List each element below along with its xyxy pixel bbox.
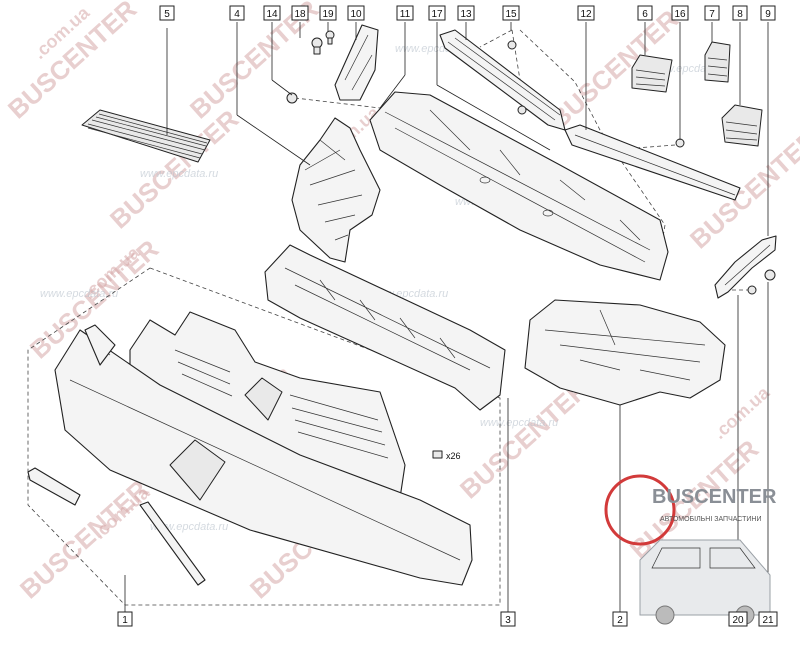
part-grille-insert xyxy=(81,109,211,163)
clip-x26-symbol xyxy=(432,450,443,459)
fastener-21 xyxy=(764,269,776,281)
svg-text:8: 8 xyxy=(737,9,743,20)
part-right-lamp-bracket xyxy=(524,299,726,406)
callout-11: 11 xyxy=(396,5,414,21)
callout-6: 6 xyxy=(637,5,653,21)
svg-text:14: 14 xyxy=(266,9,278,20)
part-vent-7 xyxy=(704,41,731,83)
callout-7: 7 xyxy=(704,5,720,21)
svg-text:9: 9 xyxy=(765,9,771,20)
fastener-19 xyxy=(325,30,335,45)
svg-text:7: 7 xyxy=(709,9,715,20)
svg-text:17: 17 xyxy=(431,9,443,20)
leader-dash-14 xyxy=(294,97,381,109)
emblem-mount xyxy=(244,377,283,421)
svg-text:2: 2 xyxy=(617,615,623,626)
svg-text:10: 10 xyxy=(350,9,362,20)
callout-10: 10 xyxy=(347,5,365,21)
svg-text:12: 12 xyxy=(580,9,592,20)
part-vent-8 xyxy=(721,104,763,147)
logo-tagline: АВТОМОБІЛЬНІ ЗАПЧАСТИНИ xyxy=(660,516,761,523)
part-crossmember xyxy=(264,244,506,411)
watermark-site: www.epcdata.ru xyxy=(140,168,218,180)
callout-8: 8 xyxy=(732,5,748,21)
watermark-site: www.epcdata.ru xyxy=(150,521,228,533)
logo-ring xyxy=(604,474,676,546)
watermark-domain: .com.ua xyxy=(709,382,774,443)
svg-text:21: 21 xyxy=(762,615,774,626)
clip-16 xyxy=(675,138,685,148)
callout-9: 9 xyxy=(760,5,776,21)
leader-dash-16 xyxy=(609,144,676,151)
part-left-bracket xyxy=(291,117,381,263)
svg-text:19: 19 xyxy=(322,9,334,20)
leader-dash-15a xyxy=(479,29,513,48)
emblem-recess xyxy=(169,439,226,501)
part-vent-6 xyxy=(631,54,673,93)
callout-13: 13 xyxy=(457,5,475,21)
part-right-side-bracket xyxy=(714,235,777,299)
svg-text:1: 1 xyxy=(122,615,128,626)
callout-14: 14 xyxy=(263,5,281,21)
callout-3: 3 xyxy=(500,611,516,627)
logo-van-icon xyxy=(639,539,771,616)
callout-12: 12 xyxy=(577,5,595,21)
svg-text:16: 16 xyxy=(674,9,686,20)
callout-5: 5 xyxy=(159,5,175,21)
svg-text:6: 6 xyxy=(642,9,648,20)
fastener-18 xyxy=(311,37,323,55)
svg-text:20: 20 xyxy=(732,615,744,626)
svg-text:15: 15 xyxy=(505,9,517,20)
clip-15a xyxy=(507,40,517,50)
part-trim-strip xyxy=(564,124,741,201)
callout-1: 1 xyxy=(117,611,133,627)
callout-2: 2 xyxy=(612,611,628,627)
leader-dash-15b xyxy=(511,29,521,81)
svg-text:4: 4 xyxy=(234,9,240,20)
callout-16: 16 xyxy=(671,5,689,21)
svg-text:11: 11 xyxy=(400,9,411,20)
clip-quantity-label: x26 xyxy=(446,451,461,461)
leader-lines xyxy=(124,22,769,612)
callout-19: 19 xyxy=(319,5,337,21)
plug-14 xyxy=(286,92,298,104)
svg-text:13: 13 xyxy=(460,9,472,20)
svg-text:3: 3 xyxy=(505,615,511,626)
callout-17: 17 xyxy=(428,5,446,21)
part-cowl-panel xyxy=(369,91,669,281)
fastener-20 xyxy=(747,285,757,295)
callout-20: 20 xyxy=(728,611,748,627)
part-left-strip xyxy=(27,467,81,506)
part-side-flap xyxy=(334,24,379,101)
part-bumper-skin xyxy=(54,329,473,586)
part-left-end-trim xyxy=(84,324,116,366)
logo-van-wheel xyxy=(655,605,675,625)
svg-text:5: 5 xyxy=(164,9,170,20)
watermark-site: www.epcdata.ru xyxy=(40,288,118,300)
callout-18: 18 xyxy=(291,5,309,21)
clip-15b xyxy=(517,105,527,115)
callout-4: 4 xyxy=(229,5,245,21)
callout-15: 15 xyxy=(502,5,520,21)
watermark-site: www.epcdata.ru xyxy=(480,417,558,429)
svg-text:18: 18 xyxy=(294,9,306,20)
logo-name: BUSCENTER xyxy=(652,486,777,508)
part-lower-strip xyxy=(139,501,206,586)
callout-21: 21 xyxy=(758,611,778,627)
